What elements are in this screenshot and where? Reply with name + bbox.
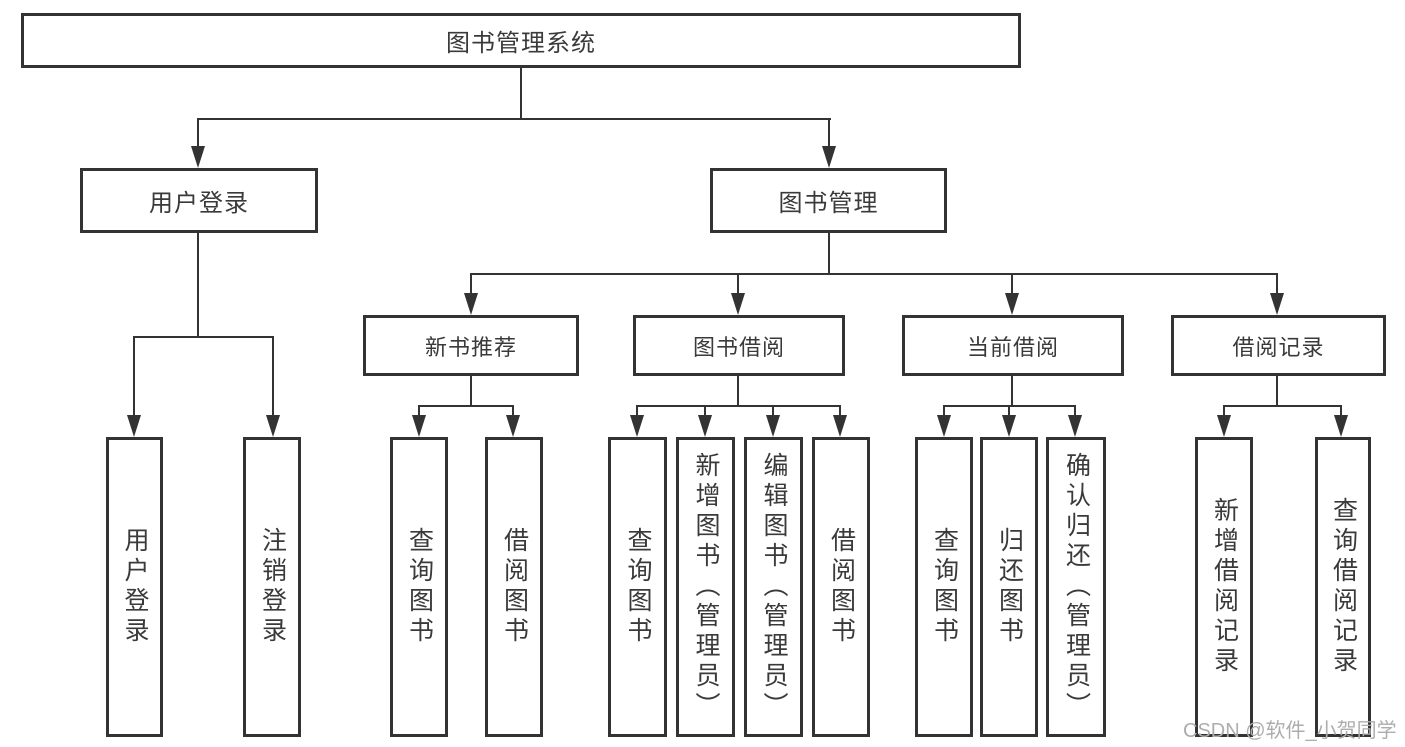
leaf-cb-confirm-return-admin: 确认归还（管理员）: [1046, 437, 1106, 737]
leaf-label: 查询图书: [930, 527, 959, 647]
connector-riser: [197, 233, 199, 336]
leaf-label: 编辑图书（管理员）: [760, 452, 788, 722]
node-label: 新书推荐: [424, 334, 517, 360]
node-library-system: 图书管理系统: [21, 13, 1021, 68]
connector-root-bus: [197, 118, 831, 120]
node-label: 图书管理系统: [446, 30, 596, 57]
leaf-label: 查询借阅记录: [1329, 497, 1358, 677]
leaf-bb-edit-book-admin: 编辑图书（管理员）: [744, 437, 803, 737]
csdn-watermark: CSDN @软件_小贺同学: [1183, 720, 1397, 742]
arrowhead-down-icon: [766, 415, 780, 437]
connector-riser: [828, 233, 830, 273]
arrowhead-down-icon: [731, 293, 745, 315]
leaf-br-add-record: 新增借阅记录: [1195, 437, 1253, 737]
connector-drop: [470, 273, 472, 295]
leaf-label: 查询图书: [624, 527, 652, 647]
leaf-bb-add-book-admin: 新增图书（管理员）: [676, 437, 735, 737]
arrowhead-down-icon: [1270, 293, 1284, 315]
arrowhead-down-icon: [464, 293, 478, 315]
node-book-management: 图书管理: [710, 168, 947, 233]
leaf-nb-query-book: 查询图书: [390, 437, 448, 737]
connector-drop: [737, 273, 739, 295]
node-label: 图书管理: [778, 190, 879, 217]
leaf-label: 归还图书: [995, 527, 1024, 647]
connector-root-riser: [520, 68, 522, 118]
connector-drop: [1223, 405, 1225, 417]
connector-drop: [943, 405, 945, 417]
leaf-label: 新增借阅记录: [1210, 497, 1239, 677]
node-label: 用户登录: [149, 190, 249, 217]
leaf-cb-query-book: 查询图书: [915, 437, 973, 737]
leaf-bb-query-book: 查询图书: [608, 437, 667, 737]
leaf-user-login: 用户登录: [106, 437, 163, 737]
connector-drop: [1011, 273, 1013, 295]
arrowhead-down-icon: [127, 415, 141, 437]
leaf-label: 用户登录: [121, 527, 149, 647]
leaf-label: 注销登录: [258, 527, 287, 647]
connector-drop: [828, 118, 830, 148]
connector-drop: [418, 405, 420, 417]
connector-bus: [470, 273, 1278, 275]
connector-riser: [737, 376, 739, 405]
leaf-label: 确认归还（管理员）: [1062, 452, 1091, 722]
connector-drop: [772, 405, 774, 417]
leaf-label: 借阅图书: [500, 527, 529, 647]
arrowhead-down-icon: [506, 415, 520, 437]
leaf-label: 查询图书: [405, 527, 434, 647]
node-current-borrowing: 当前借阅: [902, 315, 1124, 376]
arrowhead-down-icon: [191, 146, 205, 168]
connector-drop: [1276, 273, 1278, 295]
connector-bus: [418, 405, 514, 407]
connector-riser: [1276, 376, 1278, 405]
connector-drop: [512, 405, 514, 417]
leaf-nb-borrow-book: 借阅图书: [485, 437, 543, 737]
connector-bus: [1223, 405, 1342, 407]
leaf-bb-borrow-book: 借阅图书: [812, 437, 870, 737]
node-new-book-recommend: 新书推荐: [363, 315, 579, 376]
node-book-borrowing: 图书借阅: [633, 315, 845, 376]
connector-drop: [636, 405, 638, 417]
connector-drop: [704, 405, 706, 417]
arrowhead-down-icon: [1068, 415, 1082, 437]
leaf-label: 借阅图书: [827, 527, 856, 647]
connector-drop: [839, 405, 841, 417]
arrowhead-down-icon: [1217, 415, 1231, 437]
connector-drop: [1074, 405, 1076, 417]
leaf-cb-return-book: 归还图书: [980, 437, 1038, 737]
arrowhead-down-icon: [266, 415, 280, 437]
arrowhead-down-icon: [822, 146, 836, 168]
connector-bus: [636, 405, 841, 407]
leaf-logout: 注销登录: [243, 437, 301, 737]
connector-drop: [1340, 405, 1342, 417]
node-borrowing-records: 借阅记录: [1171, 315, 1386, 376]
node-label: 借阅记录: [1232, 334, 1325, 360]
node-user-login: 用户登录: [80, 168, 318, 233]
arrowhead-down-icon: [833, 415, 847, 437]
connector-drop: [272, 336, 274, 417]
arrowhead-down-icon: [937, 415, 951, 437]
node-label: 当前借阅: [966, 334, 1059, 360]
arrowhead-down-icon: [630, 415, 644, 437]
node-label: 图书借阅: [692, 334, 785, 360]
arrowhead-down-icon: [1334, 415, 1348, 437]
arrowhead-down-icon: [1005, 293, 1019, 315]
connector-drop: [133, 336, 135, 417]
connector-riser: [1011, 376, 1013, 405]
connector-bus: [133, 336, 274, 338]
connector-riser: [470, 376, 472, 405]
leaf-label: 新增图书（管理员）: [692, 452, 720, 722]
arrowhead-down-icon: [1002, 415, 1016, 437]
connector-drop: [1008, 405, 1010, 417]
arrowhead-down-icon: [698, 415, 712, 437]
connector-drop: [197, 118, 199, 148]
arrowhead-down-icon: [412, 415, 426, 437]
leaf-br-query-record: 查询借阅记录: [1315, 437, 1371, 737]
